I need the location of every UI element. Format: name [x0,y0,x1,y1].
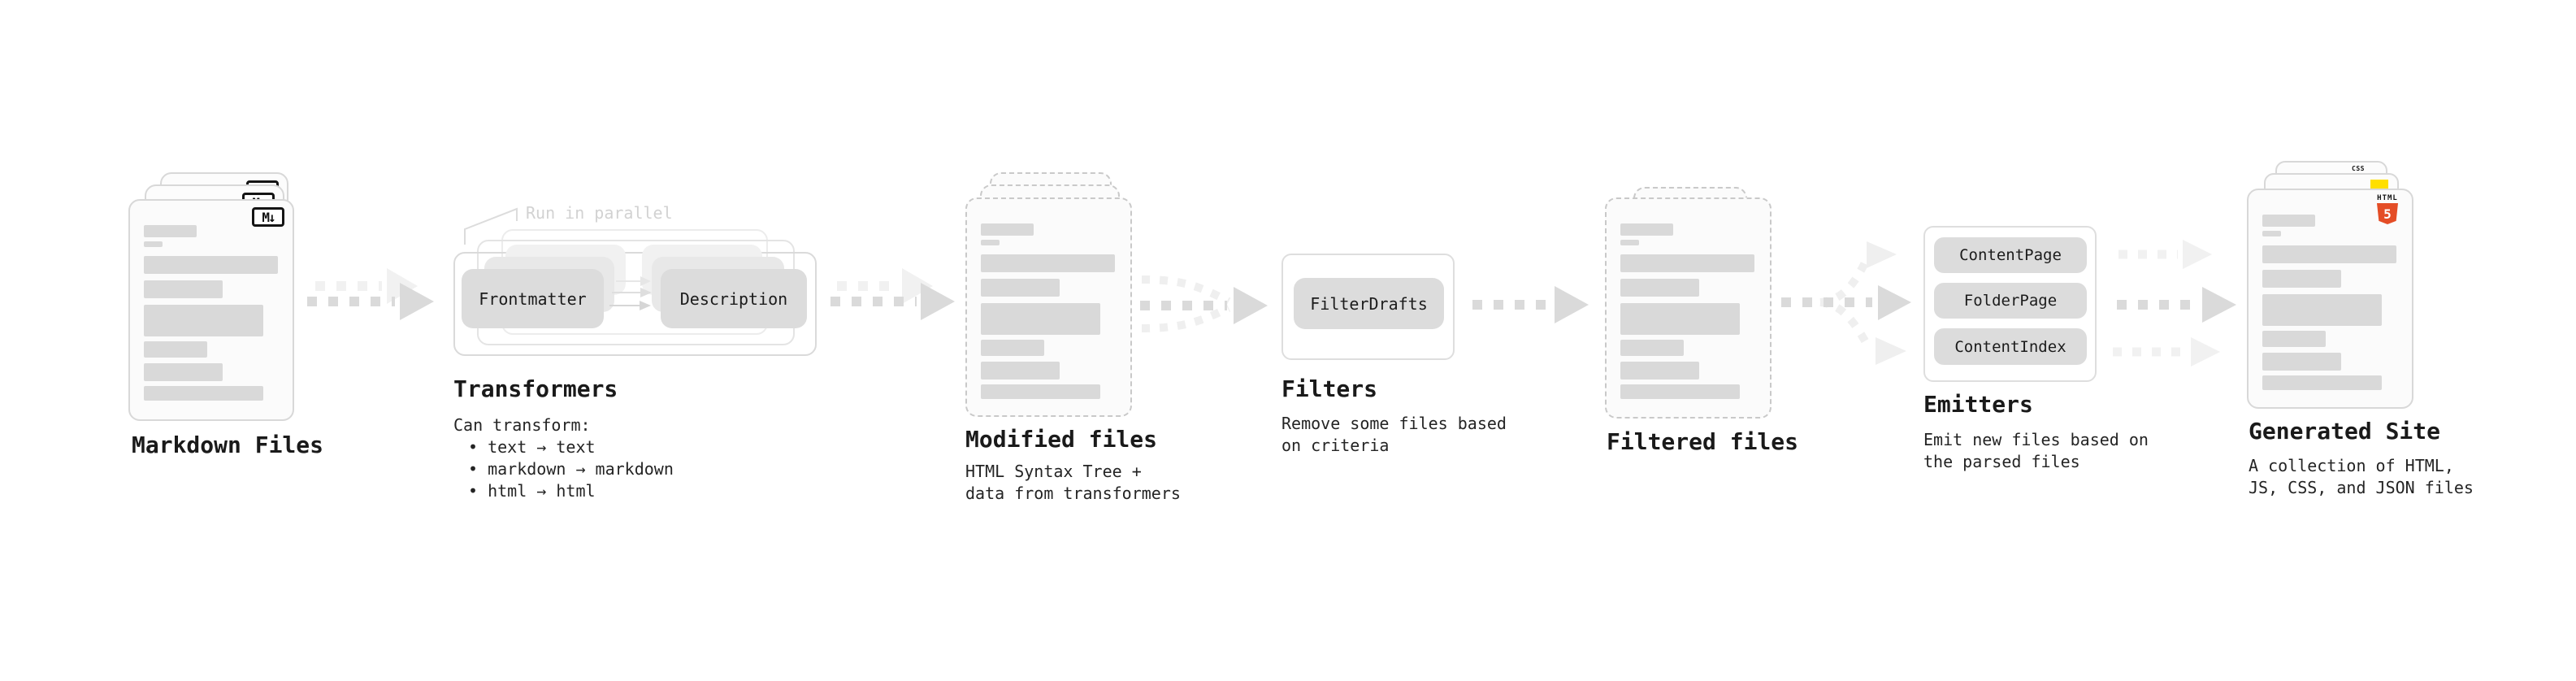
content-line [981,340,1044,356]
filtered-file-card-front [1605,197,1772,419]
content-line [981,254,1115,272]
content-line [981,303,1100,335]
content-line [981,362,1060,380]
transformers-heading: Can transform: [453,415,591,435]
content-line [144,241,163,247]
modified-files-subtitle-2: data from transformers [965,484,1181,503]
content-line [1620,240,1639,245]
arrow-modified-to-filters-icon [1140,275,1268,332]
frontmatter-pill: Frontmatter [462,269,604,328]
modified-files-subtitle-1: HTML Syntax Tree + [965,462,1142,481]
content-line [1620,303,1740,335]
run-in-parallel-label: Run in parallel [526,203,673,223]
markdown-file-card-front: M↓ [128,199,294,421]
content-line [981,279,1060,297]
modified-files-title: Modified files [965,426,1158,453]
content-line [2262,331,2326,347]
description-pill: Description [661,269,807,328]
content-line [2262,231,2281,236]
filters-subtitle-2: on criteria [1281,436,1390,455]
arrow-filters-to-filtered-icon [1472,286,1589,323]
contentindex-pill: ContentIndex [1934,328,2087,365]
generated-site-title: Generated Site [2249,418,2441,445]
content-line [2262,294,2382,326]
emitters-subtitle-2: the parsed files [1923,452,2080,471]
html-file-card: HTML 5 [2247,189,2413,409]
arrow-emitters-to-generated-icon [2113,240,2236,367]
emitters-subtitle-1: Emit new files based on [1923,430,2149,449]
contentpage-pill: ContentPage [1934,237,2087,273]
js-file-icon [2370,180,2388,190]
content-line [1620,340,1684,356]
content-line [144,341,207,358]
filtered-files-title: Filtered files [1607,428,1799,455]
content-line [2262,375,2382,390]
html5-icon: HTML 5 [2371,195,2404,224]
filters-title: Filters [1281,375,1378,402]
transform-bullet-2: • markdown → markdown [468,459,674,479]
content-line [981,384,1100,399]
bullet-icon: • [468,437,479,457]
content-line [144,363,223,381]
content-line [981,240,1000,245]
transformers-title: Transformers [453,375,618,402]
generated-site-subtitle-1: A collection of HTML, [2249,456,2454,475]
content-line [2262,245,2396,263]
content-line [1620,223,1673,236]
content-line [1620,254,1754,272]
content-line [144,386,263,401]
generated-site-subtitle-2: JS, CSS, and JSON files [2249,478,2474,497]
content-line [1620,384,1740,399]
content-line [144,225,197,237]
content-line [1620,279,1699,297]
content-line [144,280,223,298]
content-line [144,256,278,274]
bullet-icon: • [468,481,479,501]
arrow-filtered-to-emitters-icon [1781,241,1911,365]
emitters-title: Emitters [1923,391,2033,418]
filterdrafts-pill: FilterDrafts [1294,278,1444,329]
content-line [981,223,1034,236]
modified-file-card-front [965,197,1132,417]
transform-bullet-3: • html → html [468,481,596,501]
folderpage-pill: FolderPage [1934,283,2087,319]
markdown-badge-icon: M↓ [252,207,284,227]
markdown-files-title: Markdown Files [132,432,324,458]
content-line [144,305,263,336]
arrow-markdown-to-transformers-icon [307,268,434,320]
transformer-box-front [453,252,817,356]
filters-subtitle-1: Remove some files based [1281,414,1507,433]
content-line [2262,353,2341,371]
content-line [2262,270,2341,288]
bullet-icon: • [468,459,479,479]
transform-bullet-1: • text → text [468,437,596,457]
arrow-transformers-to-modified-icon [830,268,955,320]
content-line [1620,362,1699,380]
content-line [2262,215,2315,227]
